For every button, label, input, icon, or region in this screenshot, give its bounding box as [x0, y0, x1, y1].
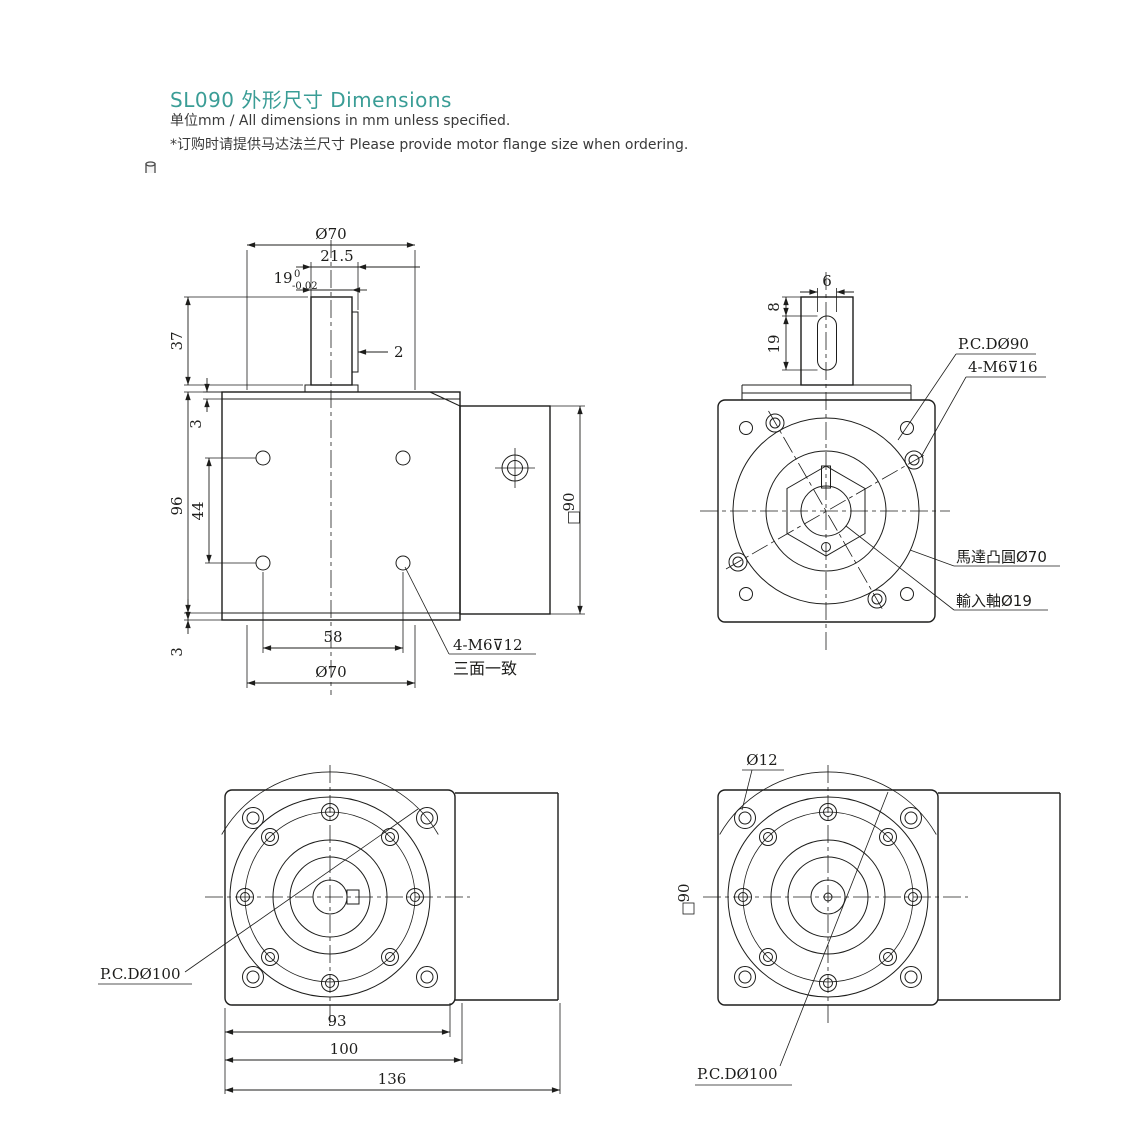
pcd90-callout: P.C.DØ90 — [958, 335, 1029, 353]
dim-slot-6: 6 — [822, 272, 832, 290]
dim-37: 37 — [168, 331, 186, 350]
dim-93: 93 — [327, 1012, 346, 1030]
dim-tol-lower: -0.02 — [292, 281, 318, 292]
units-note: 单位mm / All dimensions in mm unless speci… — [170, 113, 511, 129]
dim-90-square-2: 90 — [675, 883, 693, 902]
gearbox-icon — [145, 161, 156, 173]
dim-3-top: 3 — [187, 419, 205, 429]
motor-boss-callout: 馬達凸圓Ø70 — [956, 548, 1047, 566]
output-face-view-drawing: P.C.DØ100 93 100 136 — [98, 765, 561, 1094]
dim-100: 100 — [330, 1040, 359, 1058]
pcd100-callout-left: P.C.DØ100 — [100, 965, 181, 983]
ordering-note: *订购时请提供马达法兰尺寸 Please provide motor flang… — [170, 137, 689, 153]
three-faces-note: 三面一致 — [453, 659, 517, 678]
dim-dia70-bottom: Ø70 — [315, 663, 346, 681]
input-face-view-drawing: 6 8 19 P.C.DØ90 4-M6⊽16 馬達凸圓Ø70 輸入軸Ø19 — [700, 272, 1060, 652]
dim-21-5: 21.5 — [320, 247, 353, 265]
pcd100-callout-right: P.C.DØ100 — [697, 1065, 778, 1083]
dim-58: 58 — [323, 628, 342, 646]
output-face-view2-drawing: Ø12 90 P.C.DØ100 — [675, 751, 1061, 1086]
dim-3-bottom: 3 — [168, 647, 186, 657]
dim-tol-upper: 0 — [294, 269, 300, 280]
dim-136: 136 — [378, 1070, 407, 1088]
page-title: SL090 外形尺寸 Dimensions — [170, 88, 452, 112]
dim-dia70-top: Ø70 — [315, 225, 346, 243]
dia12-callout: Ø12 — [746, 751, 777, 769]
dim-96: 96 — [168, 496, 186, 515]
input-shaft-callout: 輸入軸Ø19 — [956, 592, 1032, 610]
dim-90-square: 90 — [560, 492, 578, 511]
square-symbol-2 — [682, 902, 695, 915]
dim-slot-8: 8 — [765, 302, 783, 312]
dim-44: 44 — [189, 501, 207, 520]
side-view-drawing: Ø70 21.5 19 0 -0.02 2 37 — [168, 225, 585, 695]
tap-callout: 4-M6⊽12 — [453, 636, 523, 654]
dim-shaft-19: 19 — [273, 269, 292, 287]
dim-slot-19: 19 — [765, 334, 783, 353]
square-symbol — [568, 511, 580, 524]
tap16-callout: 4-M6⊽16 — [968, 358, 1038, 376]
dim-key-2: 2 — [394, 343, 404, 361]
